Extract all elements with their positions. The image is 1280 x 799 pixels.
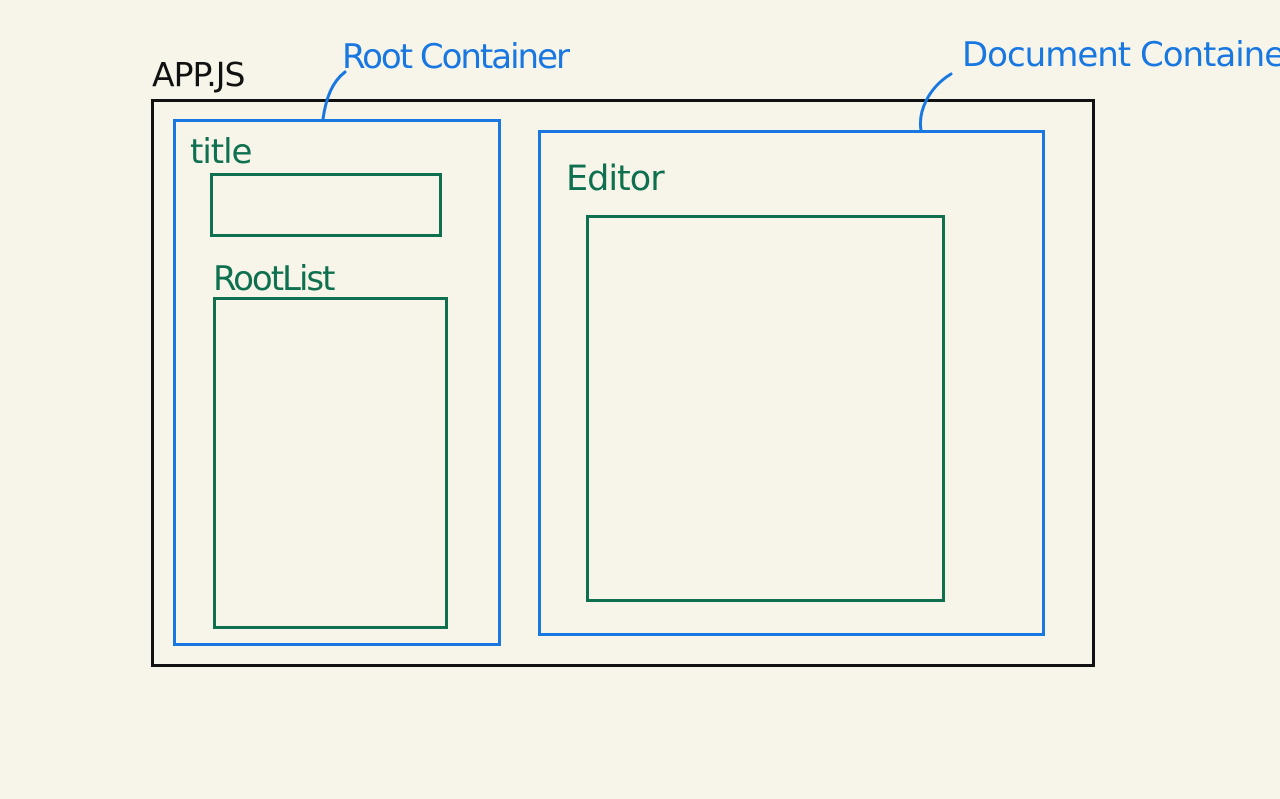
- document-container-connector: [918, 72, 953, 132]
- title-box: [210, 173, 442, 237]
- root-container-box: [173, 119, 501, 646]
- title-label: title: [190, 132, 252, 172]
- app-label: APP.JS: [152, 55, 245, 94]
- document-container-label: Document Container: [962, 35, 1280, 75]
- rootlist-label: RootList: [213, 259, 335, 299]
- root-container-label: Root Container: [342, 37, 570, 77]
- document-container-box: [538, 130, 1045, 636]
- app-component-box: [151, 99, 1095, 667]
- rootlist-box: [213, 297, 448, 629]
- root-container-connector: [321, 70, 347, 121]
- editor-box: [586, 215, 945, 602]
- editor-label: Editor: [566, 159, 665, 199]
